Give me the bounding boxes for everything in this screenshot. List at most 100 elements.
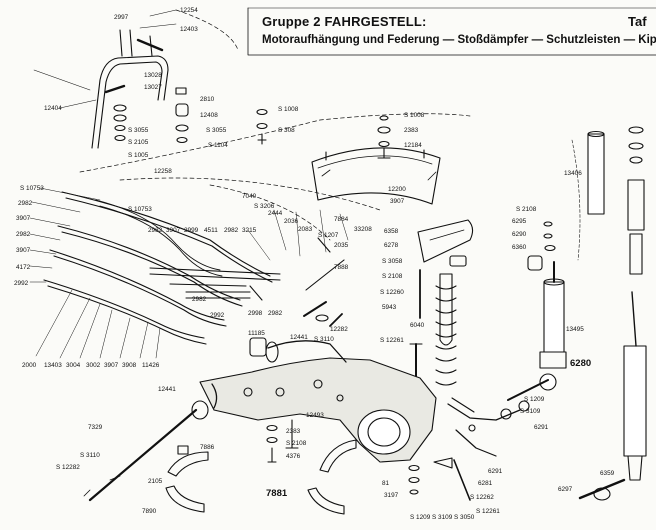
part-label: S 3055 <box>206 127 227 134</box>
dashed-guide-lines <box>79 9 471 241</box>
part-label: 2083 <box>298 226 313 233</box>
part-label: 2105 <box>148 478 163 485</box>
part-label: 2383 <box>286 428 301 435</box>
part-label: 12408 <box>200 112 218 119</box>
part-label: 2992 <box>14 280 29 287</box>
part-label: S 12260 <box>380 289 404 296</box>
part-label: 2982 <box>148 227 163 234</box>
part-label: S 12262 <box>470 494 494 501</box>
part-label: 2982 <box>192 296 207 303</box>
part-label: S 12282 <box>56 464 80 471</box>
part-label: S 12261 <box>476 508 500 515</box>
part-label: 13403 <box>44 362 62 369</box>
part-label: S 3055 <box>128 127 149 134</box>
part-label: 12282 <box>330 326 348 333</box>
part-label: 13028 <box>144 72 162 79</box>
part-label: 4172 <box>16 264 31 271</box>
part-label: 3907 <box>16 215 31 222</box>
part-label: 2982 <box>268 310 283 317</box>
shock-absorber-center <box>417 219 474 386</box>
part-label: 12441 <box>290 334 308 341</box>
part-label: S 3058 <box>382 258 403 265</box>
part-label: 2383 <box>404 127 419 134</box>
part-label: 12441 <box>158 386 176 393</box>
part-label: 6280 <box>570 358 592 369</box>
part-label: 3197 <box>384 492 399 499</box>
part-label: 33208 <box>354 226 372 233</box>
part-label: 2000 <box>22 362 37 369</box>
plate-label: Taf <box>628 14 647 29</box>
part-label: 6297 <box>558 486 573 493</box>
part-label: S 12261 <box>380 337 404 344</box>
part-label: 5943 <box>382 304 397 311</box>
part-label: 13027 <box>144 84 162 91</box>
part-label: S 1209 <box>410 514 431 521</box>
part-label: 2998 <box>248 310 263 317</box>
part-label: 2810 <box>200 96 215 103</box>
guard-rails <box>43 191 281 345</box>
part-label: S 3050 <box>454 514 475 521</box>
part-label: S 1207 <box>318 232 339 239</box>
part-label: 6278 <box>384 242 399 249</box>
part-label: S 1008 <box>404 112 425 119</box>
part-label: 11185 <box>248 330 265 337</box>
part-label: 7329 <box>88 424 103 431</box>
part-label: 3908 <box>122 362 137 369</box>
part-label: 13495 <box>566 326 584 333</box>
part-label: 3907 <box>16 247 31 254</box>
part-label: S 1008 <box>278 106 299 113</box>
part-label: 6359 <box>600 470 615 477</box>
part-label: 2982 <box>224 227 239 234</box>
part-label: S 1209 <box>524 396 545 403</box>
part-label: S 2108 <box>382 273 403 280</box>
part-label: 7884 <box>334 216 349 223</box>
part-label: 7881 <box>266 488 288 499</box>
swing-axle-beam <box>191 337 437 463</box>
part-label: 7888 <box>334 264 349 271</box>
part-label: 12493 <box>306 412 324 419</box>
part-label: S 3110 <box>314 336 334 343</box>
part-label: 2444 <box>268 210 283 217</box>
part-label: 6281 <box>478 480 493 487</box>
part-label: 6040 <box>410 322 425 329</box>
part-label: 12403 <box>180 26 198 33</box>
part-label: S 3110 <box>80 452 100 459</box>
part-label: 7886 <box>200 444 215 451</box>
long-rods <box>88 237 423 502</box>
part-label: 4376 <box>286 453 301 460</box>
shock-absorber-right <box>527 221 567 391</box>
group-title: Gruppe 2 FAHRGESTELL: <box>262 14 427 29</box>
part-label: 6290 <box>512 231 527 238</box>
part-label: S 1104 <box>208 142 228 149</box>
part-label: 3907 <box>390 198 405 205</box>
small-fasteners <box>175 87 391 159</box>
suspension-arms <box>433 379 626 501</box>
part-label: 6358 <box>384 228 399 235</box>
part-label: 3215 <box>242 227 257 234</box>
part-label: 3002 <box>86 362 101 369</box>
part-label: S 3109 <box>520 408 541 415</box>
part-label: 3907 <box>104 362 119 369</box>
tube-parts-right <box>571 126 647 481</box>
group-subtitle: Motoraufhängung und Federung — Stoßdämpf… <box>262 34 656 46</box>
part-label: 6291 <box>534 424 549 431</box>
part-label: 2982 <box>16 231 31 238</box>
part-label: S 2108 <box>516 206 537 213</box>
leader-lines <box>29 187 349 359</box>
part-label: 13406 <box>564 170 582 177</box>
part-label: 2982 <box>18 200 33 207</box>
part-label: 2999 <box>184 227 199 234</box>
part-label: 6360 <box>512 244 527 251</box>
part-label: 81 <box>382 480 390 487</box>
part-label: 2036 <box>284 218 299 225</box>
part-label: 12200 <box>388 186 406 193</box>
header-frame <box>247 7 656 56</box>
part-label: 12258 <box>154 168 172 175</box>
part-label: 3907 <box>166 227 181 234</box>
part-label: 12404 <box>44 105 62 112</box>
part-label: S 2105 <box>128 139 149 146</box>
part-label: 7890 <box>142 508 157 515</box>
part-label: 11426 <box>142 362 160 369</box>
part-label: 6291 <box>488 468 503 475</box>
